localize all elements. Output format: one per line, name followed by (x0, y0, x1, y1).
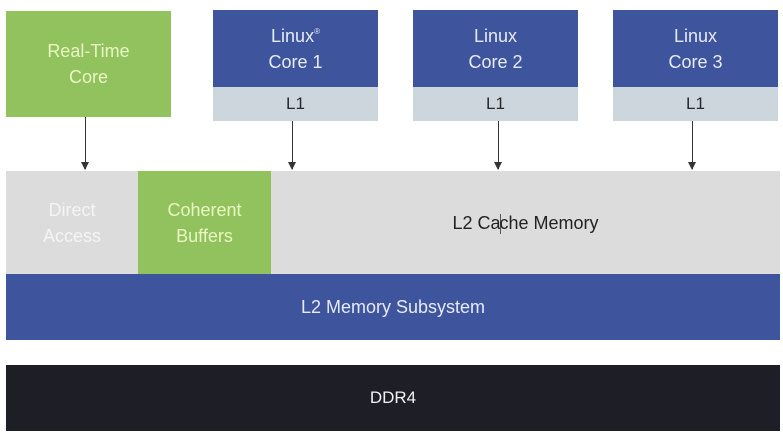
arrow-realtime-to-direct-access (81, 117, 89, 170)
linux-core-2-box: Linux Core 2 (413, 10, 578, 87)
linux-core-1-line1: Linux (271, 25, 315, 46)
l2-cache-memory-label-part1: L2 Ca (452, 212, 501, 233)
linux-core-2-line2: Core 2 (468, 51, 523, 72)
coherent-buffers-region: Coherent Buffers (138, 171, 271, 274)
l2-cache-memory-label-part2: che Memory (499, 212, 599, 233)
arrow-core1-to-l2 (288, 121, 296, 170)
l2-cache-band (6, 171, 780, 274)
l2-cache-memory-region: L2 Cache Memory (271, 171, 780, 274)
l2-memory-subsystem-label: L2 Memory Subsystem (300, 297, 486, 317)
ddr4-bar: DDR4 (6, 365, 780, 431)
arrow-core2-to-l2 (494, 121, 502, 170)
l1-label: L1 (486, 94, 505, 113)
linux-core-1-line1-wrap: Linux® (271, 23, 320, 49)
linux-core-2-l1-cache: L1 (413, 87, 578, 121)
direct-access-line2: Access (42, 225, 102, 246)
linux-core-3-box: Linux Core 3 (613, 10, 778, 87)
direct-access-line1: Direct (48, 199, 96, 220)
arrow-core3-to-l2 (688, 121, 696, 170)
real-time-core-box: Real-Time Core (6, 11, 171, 117)
l1-label: L1 (286, 94, 305, 113)
linux-core-3-l1-cache: L1 (613, 87, 778, 121)
linux-core-3-line1: Linux (673, 25, 718, 46)
direct-access-region: Direct Access (6, 171, 138, 274)
linux-core-1-line2: Core 1 (268, 51, 323, 72)
ddr4-label: DDR4 (369, 388, 417, 407)
linux-core-2-line1: Linux (473, 25, 518, 46)
coherent-buffers-line2: Buffers (176, 225, 233, 246)
l2-memory-subsystem-bar: L2 Memory Subsystem (6, 274, 780, 340)
real-time-core-line1: Real-Time (47, 41, 130, 61)
coherent-buffers-line1: Coherent (167, 199, 242, 220)
linux-core-1-box: Linux® Core 1 (213, 10, 378, 87)
real-time-core-line2: Core (68, 67, 108, 87)
linux-core-1-l1-cache: L1 (213, 87, 378, 121)
l2-cache-memory-label: L2 Cache Memory (452, 210, 599, 236)
registered-mark: ® (314, 26, 320, 36)
l1-label: L1 (686, 94, 705, 113)
linux-core-3-line2: Core 3 (668, 51, 723, 72)
text-cursor-icon (499, 213, 501, 234)
